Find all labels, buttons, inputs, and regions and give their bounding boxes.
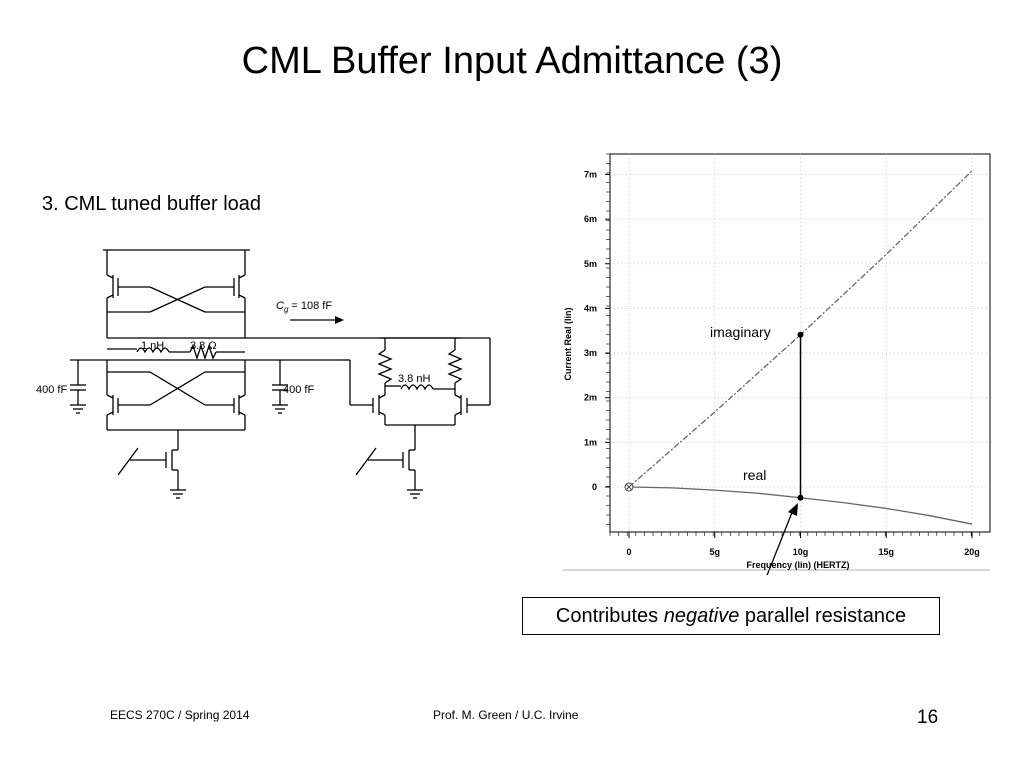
y-tick-label: 0 bbox=[592, 482, 597, 492]
x-tick-label: 20g bbox=[964, 547, 980, 557]
y-tick-label: 2m bbox=[584, 393, 597, 403]
x-tick-label: 15g bbox=[878, 547, 894, 557]
page-number: 16 bbox=[917, 707, 939, 728]
real-series-label: real bbox=[743, 467, 766, 483]
slide-subtitle: 3. CML tuned buffer load bbox=[42, 193, 262, 215]
x-axis-label: Frequency (lin) (HERTZ) bbox=[747, 560, 850, 570]
circuit-schematic: Cg= 108 fF 1 nH 3.8 Ω 400 fF 400 fF 3.8 … bbox=[36, 249, 491, 499]
y-tick-label: 7m bbox=[584, 169, 597, 179]
footer-author: Prof. M. Green / U.C. Irvine bbox=[433, 708, 579, 722]
y-axis-label: Current Real (lin) bbox=[563, 307, 573, 380]
imaginary-series-label: imaginary bbox=[710, 324, 771, 340]
note-emphasis: negative bbox=[663, 605, 740, 627]
inductor-right-label: 3.8 nH bbox=[398, 373, 430, 385]
note-suffix: parallel resistance bbox=[744, 605, 907, 627]
note-arrow-head bbox=[788, 503, 798, 516]
x-tick-label: 5g bbox=[709, 547, 720, 557]
y-tick-label: 5m bbox=[584, 259, 597, 269]
resistor-left-label: 3.8 Ω bbox=[190, 340, 217, 352]
note-prefix: Contributes bbox=[555, 605, 659, 627]
x-tick-label: 0 bbox=[626, 547, 631, 557]
cg-label: Cg= 108 fF bbox=[276, 300, 332, 314]
y-tick-label: 1m bbox=[584, 437, 597, 447]
real-marker-point bbox=[797, 494, 804, 501]
imaginary-marker-point bbox=[797, 331, 804, 338]
origin-marker-cross bbox=[625, 483, 633, 491]
admittance-chart: 0 1m 2m 3m 4m 5m 6m 7m 0 5g 10g 15g 20g imaginary rea… bbox=[563, 153, 991, 575]
inductor-left-label: 1 nH bbox=[141, 340, 164, 352]
x-tick-label: 10g bbox=[793, 547, 809, 557]
footer-course: EECS 270C / Spring 2014 bbox=[110, 708, 250, 722]
slide-title: CML Buffer Input Admittance (3) bbox=[241, 40, 783, 82]
note-arrow-line bbox=[766, 509, 794, 575]
cap-right-label: 400 fF bbox=[283, 384, 314, 396]
cap-left-label: 400 fF bbox=[36, 384, 67, 396]
negative-resistance-note: Contributes negative parallel resistance bbox=[522, 597, 940, 635]
y-tick-label: 6m bbox=[584, 214, 597, 224]
y-tick-label: 3m bbox=[584, 348, 597, 358]
y-tick-label: 4m bbox=[584, 303, 597, 313]
